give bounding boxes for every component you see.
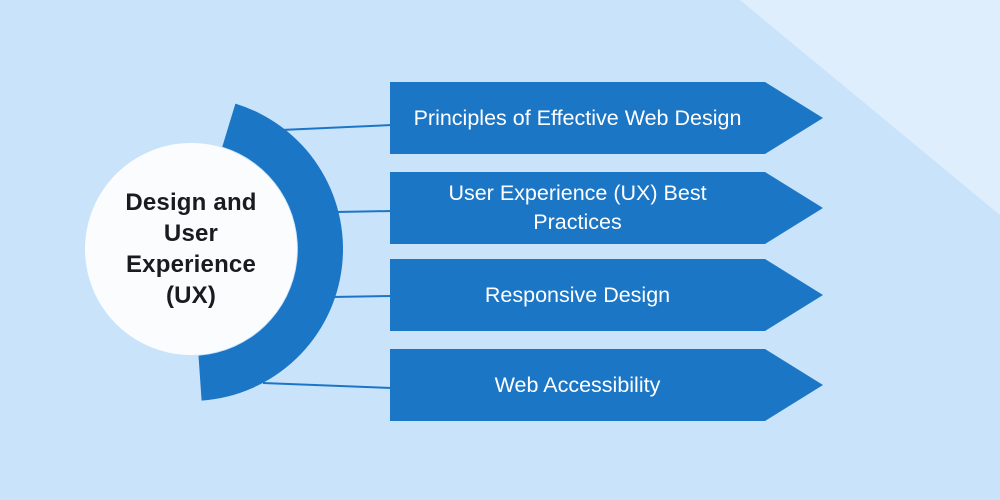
branch-label-3: Responsive Design bbox=[484, 282, 671, 307]
branch-arrow-3: Responsive Design bbox=[390, 259, 823, 331]
hub-ring-arc bbox=[198, 103, 343, 401]
branch-label-1: Principles of Effective Web Design bbox=[413, 105, 742, 130]
branch-arrow-1: Principles of Effective Web Design bbox=[390, 82, 823, 154]
hub-circle bbox=[85, 143, 297, 355]
connector-line-4 bbox=[262, 382, 393, 389]
branch-arrow-4: Web Accessibility bbox=[390, 349, 823, 421]
connector-line-3 bbox=[331, 295, 393, 298]
branch-label-2: User Experience (UX) Best Practices bbox=[448, 181, 707, 234]
branch-arrow-2: User Experience (UX) Best Practices bbox=[390, 172, 823, 244]
branch-label-4: Web Accessibility bbox=[494, 372, 661, 397]
hub-label: Design and User Experience (UX) bbox=[125, 189, 257, 309]
background-diagonal-corner bbox=[740, 0, 1000, 215]
connector-line-2 bbox=[335, 210, 393, 213]
connector-line-1 bbox=[280, 124, 393, 131]
